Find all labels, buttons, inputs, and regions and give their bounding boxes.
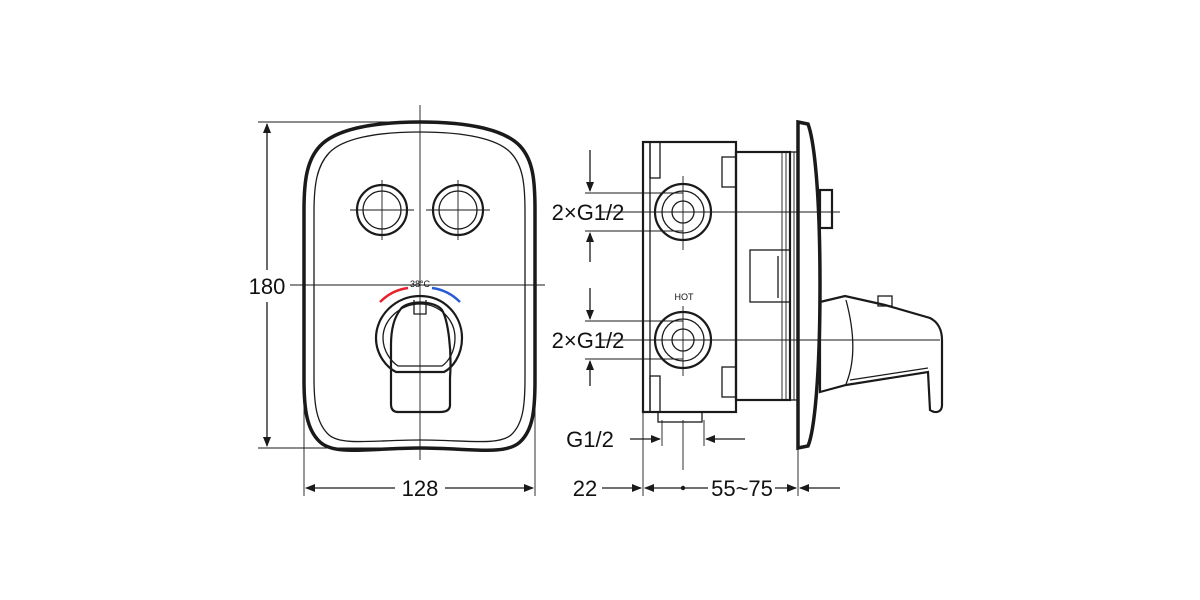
push-button-left — [350, 180, 414, 240]
inlet-top-dimension: 2×G1/2 — [552, 200, 625, 225]
button-side — [818, 188, 834, 230]
depth-range-dimension: 55~75 — [711, 476, 773, 501]
height-dimension: 180 — [249, 274, 286, 299]
cartridge-window — [749, 249, 791, 303]
depth-front-dimension: 22 — [573, 476, 597, 501]
cold-arc — [431, 286, 461, 303]
front-view: 38°C 180 128 — [249, 105, 545, 501]
hot-arc — [379, 286, 409, 303]
side-view: HOT 2×G1/2 2×G1/2 G1/2 22 55~75 — [552, 119, 944, 501]
lever-side — [818, 294, 944, 414]
width-dimension: 128 — [402, 476, 439, 501]
inlet-top — [600, 176, 840, 250]
inlet-bottom-dimension: 2×G1/2 — [552, 328, 625, 353]
inlet-bottom — [600, 306, 940, 376]
outlet-fitting — [657, 411, 703, 423]
hot-label: HOT — [675, 292, 695, 302]
cover-plate-side — [796, 119, 822, 451]
push-button-right — [426, 180, 490, 240]
outlet-dimension: G1/2 — [566, 427, 614, 452]
temperature-label: 38°C — [410, 279, 431, 289]
thermostat-knob — [374, 294, 464, 414]
